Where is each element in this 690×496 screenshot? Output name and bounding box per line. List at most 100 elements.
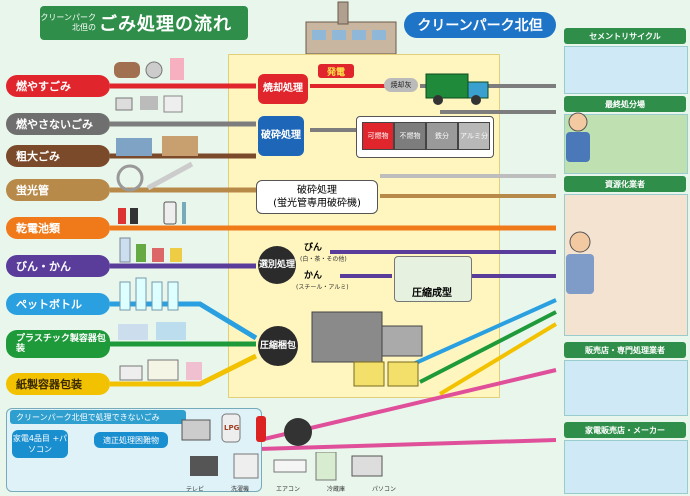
crushing-process: 破砕処理 [258, 116, 304, 156]
destination-appliance-maker: 家電販売店・メーカー [564, 422, 686, 438]
appliances-4-items-label: 家電4品目 +パソコン [12, 430, 68, 458]
gas-tank-icon [221, 413, 241, 443]
paper-bag-icon [186, 362, 202, 380]
tube-icon [146, 161, 194, 191]
baling-machine-icon [311, 311, 423, 387]
fire-extinguisher-icon [256, 416, 266, 442]
worker-figure-icon [566, 112, 590, 162]
desk-icon [162, 136, 198, 156]
title-main: ごみ処理の流れ [99, 14, 232, 35]
tv-icon [190, 456, 218, 476]
phone-icon [163, 201, 177, 225]
plastic-pack-icon [156, 322, 186, 340]
can-icon [152, 248, 164, 262]
sorting-process: 選別処理 [258, 246, 296, 284]
car-battery-icon [181, 419, 211, 441]
pet-bottle-icon-2 [135, 277, 147, 311]
item-washer: 洗濯機 [230, 486, 249, 493]
cement-plant-picture [564, 46, 688, 94]
paper-box-icon [119, 365, 143, 381]
can-output: かん [304, 271, 323, 281]
fluorescent-crusher-line1: 破砕処理 [297, 185, 337, 196]
compress-form-machine [394, 256, 472, 302]
compress-form-label: 圧縮成型 [412, 288, 452, 299]
sorting-label: 選別処理 [258, 260, 295, 270]
worker-figure-icon-2 [566, 231, 594, 294]
bottle-icon-2 [136, 244, 146, 262]
dryer-icon [140, 96, 158, 110]
specialist-picture [564, 360, 688, 416]
appliance-maker-picture [564, 440, 688, 494]
bottle-output: びん [304, 243, 323, 253]
ash-label: 焼却灰 [384, 78, 418, 92]
tire-icon [284, 418, 312, 446]
arrow-paper-out [438, 322, 558, 396]
truck-icon [425, 73, 489, 105]
battery-icon-2 [130, 208, 138, 224]
arrow-plastic-out [419, 310, 557, 384]
power-generation-badge: 発電 [318, 64, 354, 78]
arrow-paper [110, 353, 258, 387]
title-subtitle: クリーンパーク 北但の [40, 13, 96, 32]
flammable-output: 可燃物 [362, 122, 394, 150]
aluminum-output: アルミ分 [458, 122, 490, 150]
category-noncombustible: 燃やさないごみ [6, 113, 110, 135]
plastic-tray-icon [118, 324, 148, 340]
pc-icon [351, 455, 383, 477]
arrow-pet-out [399, 298, 557, 372]
incineration-label: 焼却処理 [263, 83, 303, 94]
nonflammable-output: 不燃物 [394, 122, 426, 150]
destination-specialist: 販売店・専門処理業者 [564, 342, 686, 358]
fluorescent-crusher: 破砕処理 (蛍光管専用破砕機) [256, 180, 378, 214]
fluorescent-crusher-line2: (蛍光管専用破砕機) [273, 198, 361, 209]
bottle-sub: (白・茶・その他) [300, 256, 347, 263]
tank-label: LPG [224, 424, 240, 432]
category-plastic-packaging: プラスチック製容器包装 [6, 330, 110, 358]
hazardous-items-illustration [181, 413, 312, 446]
category-bottle-can: びん・かん [6, 255, 110, 277]
battery-icon [118, 208, 126, 224]
refrigerator-icon [315, 452, 337, 481]
pet-bottle-icon-3 [151, 281, 163, 311]
doll-icon [170, 58, 184, 80]
destination-cement: セメントリサイクル [564, 28, 686, 44]
category-paper-packaging: 紙製容器包装 [6, 373, 110, 395]
appliances-illustration [190, 452, 383, 481]
iron-output: 鉄分 [426, 122, 458, 150]
compress-pack-label: 圧縮梱包 [259, 341, 296, 351]
item-pc: パソコン [371, 486, 396, 493]
appliance-item-labels: テレビ 洗濯機 エアコン 冷蔵庫 パソコン [186, 484, 396, 493]
sofa-icon [116, 138, 152, 156]
factory-icon [305, 1, 397, 54]
unprocessable-header: クリーンパーク北但で処理できないごみ [10, 410, 186, 424]
pet-bottle-icon-4 [167, 281, 179, 311]
category-pet-bottle: ペットボトル [6, 293, 110, 315]
incineration-process: 焼却処理 [258, 74, 308, 104]
category-bulky: 粗大ごみ [6, 145, 110, 167]
shoes-icon [114, 62, 140, 78]
category-combustible: 燃やすごみ [6, 75, 110, 97]
bottle-icon [119, 237, 131, 263]
bucket-icon [163, 95, 183, 113]
facility-name: クリーンパーク北但 [404, 12, 556, 38]
category-fluorescent: 蛍光管 [6, 179, 110, 201]
air-conditioner-icon [273, 459, 307, 473]
toothbrush-icon [182, 202, 186, 224]
can-sub: (スチール・アルミ) [296, 284, 349, 291]
item-aircon: エアコン [275, 486, 300, 493]
crushing-label: 破砕処理 [261, 130, 301, 141]
compress-pack-process: 圧縮梱包 [258, 326, 298, 366]
cup-icon [115, 97, 133, 111]
can-icon-2 [170, 248, 182, 262]
pet-bottle-icon [119, 281, 131, 311]
category-battery: 乾電池類 [6, 217, 110, 239]
destination-landfill: 最終処分場 [564, 96, 686, 112]
paper-carton-icon [147, 359, 179, 381]
destination-recycler: 資源化業者 [564, 176, 686, 192]
washing-machine-icon [233, 453, 259, 479]
hazardous-waste-label: 適正処理困難物 [94, 432, 168, 448]
ring-lamp-icon [116, 164, 144, 192]
page-title: クリーンパーク 北但の ごみ処理の流れ [40, 6, 248, 40]
item-fridge: 冷蔵庫 [326, 486, 345, 493]
